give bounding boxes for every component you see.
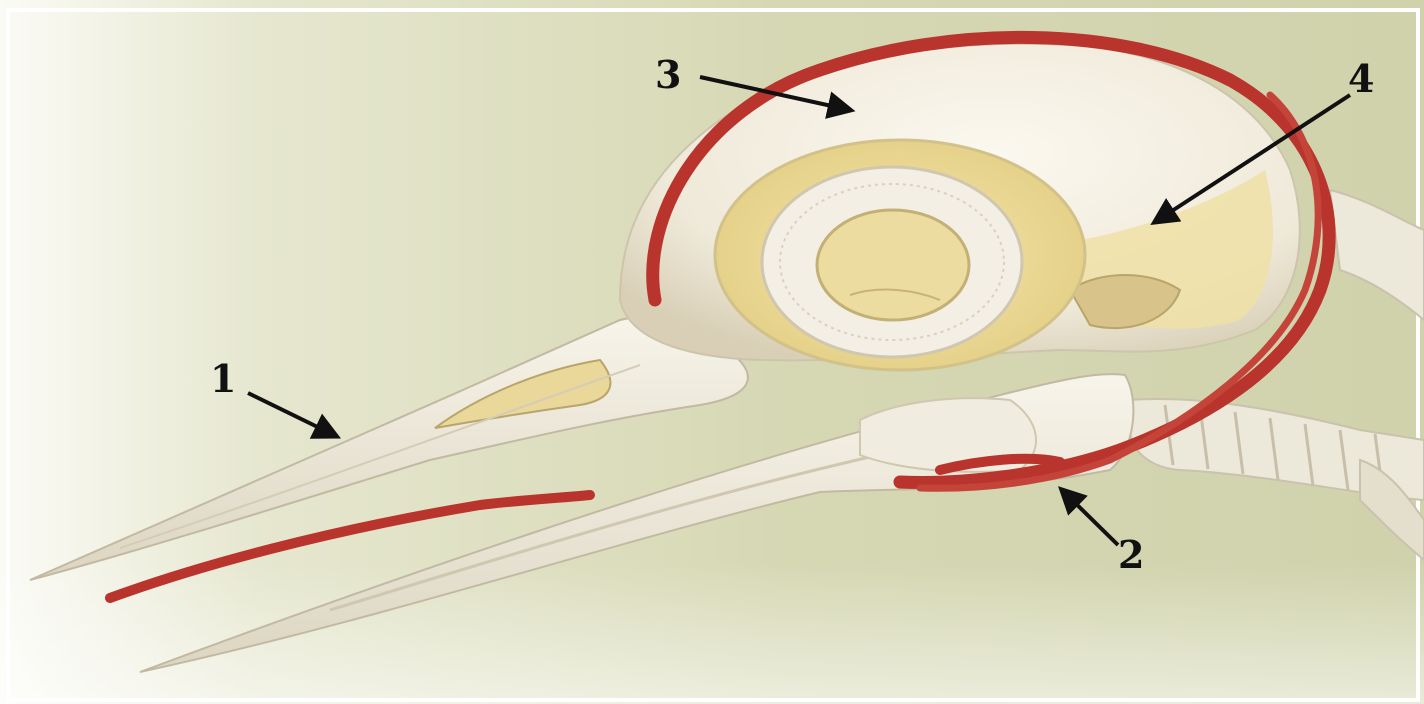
label-3: 3 (655, 52, 681, 97)
orbit-opening (817, 210, 969, 320)
label-2: 2 (1118, 532, 1144, 577)
label-1: 1 (210, 356, 236, 401)
eye-orbit (715, 140, 1085, 370)
label-4: 4 (1348, 56, 1374, 101)
